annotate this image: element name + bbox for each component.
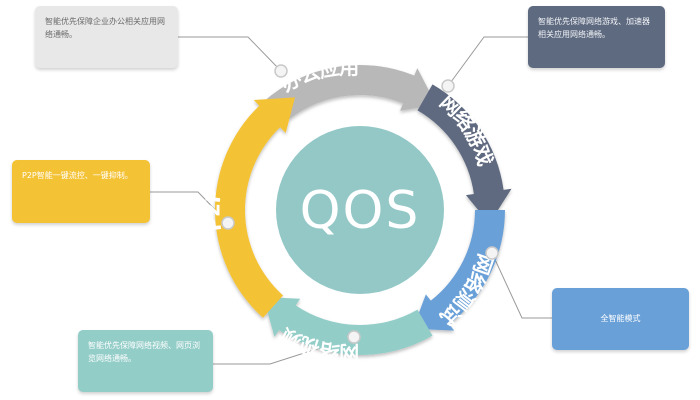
callout-smart-mode-text: 全智能模式 xyxy=(600,314,641,323)
callout-p2p-text: P2P智能一键流控、一键抑制。 xyxy=(22,171,133,180)
center-label: QOS xyxy=(300,181,421,241)
callout-game: 智能优先保障网络游戏、加速器相关应用网络通畅。 xyxy=(528,6,665,68)
callout-smart-mode: 全智能模式 xyxy=(552,288,689,350)
ring-segment-smart xyxy=(412,210,505,331)
ring-segment-office xyxy=(262,65,437,125)
connector-smart xyxy=(491,252,552,319)
connector-game xyxy=(447,36,528,87)
ring-segment-p2p xyxy=(215,97,295,318)
callout-p2p: P2P智能一键流控、一键抑制。 xyxy=(12,160,150,223)
connector-office xyxy=(178,36,282,72)
connector-dot-smart xyxy=(485,246,499,260)
connector-dot-video xyxy=(347,330,361,344)
center-circle xyxy=(276,126,444,294)
callout-office-text: 智能优先保障企业办公相关应用网络通畅。 xyxy=(45,17,165,39)
callout-video-text: 智能优先保障网络视频、网页浏览网络通畅。 xyxy=(88,341,200,363)
connector-dot-game xyxy=(441,79,455,93)
callout-video: 智能优先保障网络视频、网页浏览网络通畅。 xyxy=(78,330,213,392)
connector-dot-p2p xyxy=(221,216,235,230)
callout-game-text: 智能优先保障网络游戏、加速器相关应用网络通畅。 xyxy=(538,17,650,39)
callout-office: 智能优先保障企业办公相关应用网络通畅。 xyxy=(35,6,178,68)
ring-segment-game xyxy=(417,84,512,224)
ring-segment-video xyxy=(263,296,433,355)
connector-dot-office xyxy=(274,64,288,78)
